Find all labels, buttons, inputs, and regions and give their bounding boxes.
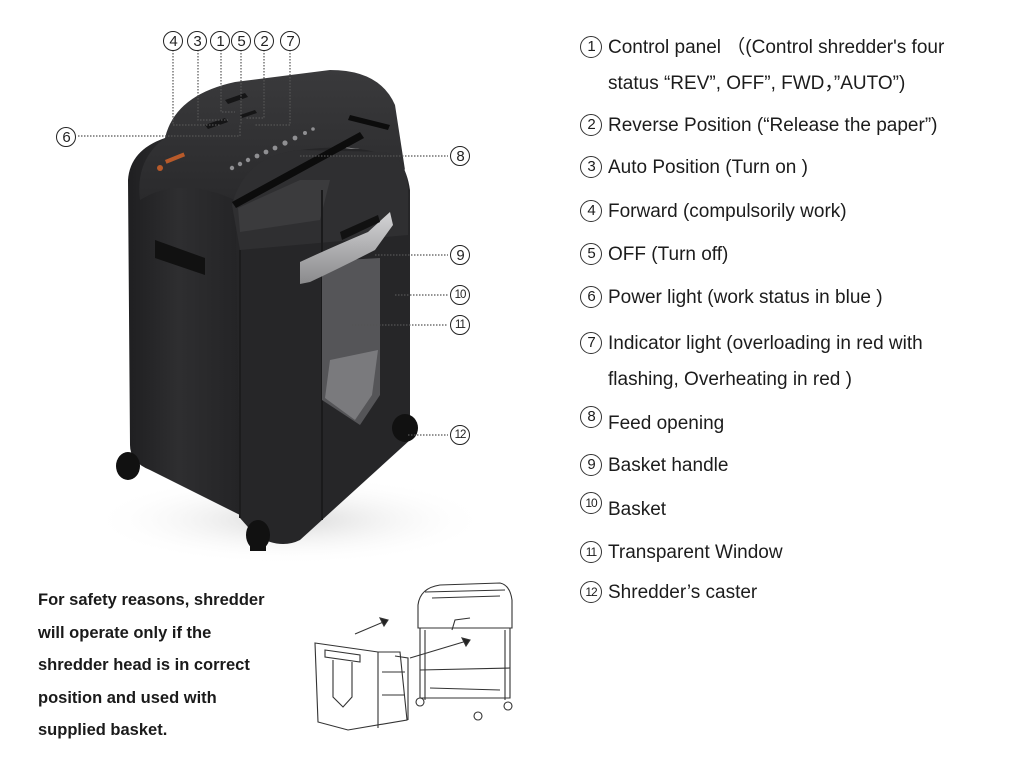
feed-opening	[232, 132, 364, 208]
legend-line: flashing, Overheating in red )	[608, 369, 852, 390]
legend-item-7: 7 Indicator light (overloading in red wi…	[580, 326, 923, 398]
legend-number: 1	[580, 36, 602, 58]
legend-item-2: 2 Reverse Position (“Release the paper”)	[580, 108, 938, 144]
legend-number: 6	[580, 286, 602, 308]
legend-text: Indicator light (overloading in red with…	[608, 326, 923, 398]
legend-item-6: 6 Power light (work status in blue )	[580, 280, 883, 316]
legend-text: Auto Position (Turn on )	[608, 157, 808, 178]
brand-logo	[157, 152, 186, 171]
safety-line: will operate only if the	[38, 623, 212, 642]
legend-text: Power light (work status in blue )	[608, 287, 883, 308]
frame-head	[417, 582, 513, 629]
callout-8: 8	[450, 146, 470, 166]
legend-text: Basket	[608, 499, 667, 520]
callout-9: 9	[450, 245, 470, 265]
legend-number: 4	[580, 200, 602, 222]
side-grip	[155, 240, 205, 275]
shredder-head-top	[139, 70, 406, 200]
callout-1: 1	[210, 31, 230, 51]
legend-text: Shredder’s caster	[608, 582, 758, 603]
callout-10: 10	[450, 285, 470, 305]
legend-number: 2	[580, 114, 602, 136]
callout-7: 7	[280, 31, 300, 51]
legend-item-5: 5 OFF (Turn off)	[580, 237, 728, 273]
safety-line: shredder head is in correct	[38, 656, 250, 674]
callout-3: 3	[187, 31, 207, 51]
legend-number: 10	[580, 492, 602, 514]
legend-number: 3	[580, 156, 602, 178]
legend-text: Control panel （(Control shredder's four …	[608, 30, 944, 102]
assembly-drawing	[314, 582, 513, 731]
control-panel	[229, 127, 315, 171]
control-buttons	[205, 93, 257, 129]
legend-number: 7	[580, 332, 602, 354]
legend-item-12: 12 Shredder’s caster	[580, 575, 757, 611]
legend-number: 9	[580, 454, 602, 476]
shredder-body-left	[128, 118, 240, 515]
legend-item-8: 8 Feed opening	[580, 406, 724, 442]
frame-body	[419, 628, 511, 699]
legend-item-10: 10 Basket	[580, 492, 666, 528]
legend-text: OFF (Turn off)	[608, 244, 729, 265]
callout-5: 5	[231, 31, 251, 51]
leader-lines	[78, 50, 448, 436]
legend-text: Feed opening	[608, 413, 725, 434]
legend-line: Indicator light (overloading in red with	[608, 333, 923, 354]
legend-number: 12	[580, 581, 602, 603]
legend-item-3: 3 Auto Position (Turn on )	[580, 150, 808, 186]
legend-number: 11	[580, 541, 602, 563]
callout-2: 2	[254, 31, 274, 51]
callout-4: 4	[163, 31, 183, 51]
safety-line: For safety reasons, shredder	[38, 591, 265, 609]
legend-text: Forward (compulsorily work)	[608, 201, 847, 222]
legend-number: 8	[580, 406, 602, 428]
legend-item-11: 11 Transparent Window	[580, 535, 783, 571]
legend-item-9: 9 Basket handle	[580, 448, 728, 484]
legend-line: status “REV”, OFF”, FWD，”AUTO”)	[608, 73, 906, 94]
callout-6: 6	[56, 127, 76, 147]
safety-line: supplied basket.	[38, 721, 168, 739]
legend-item-4: 4 Forward (compulsorily work)	[580, 194, 847, 230]
basket-handle	[300, 212, 393, 284]
legend-line: Control panel （(Control shredder's four	[608, 37, 945, 58]
callout-11: 11	[450, 315, 470, 335]
legend-text: Transparent Window	[608, 542, 783, 563]
legend-number: 5	[580, 243, 602, 265]
legend-item-1: 1 Control panel （(Control shredder's fou…	[580, 30, 944, 102]
legend-text: Basket handle	[608, 455, 729, 476]
feed-flap	[238, 180, 330, 232]
safety-note: For safety reasons, shredder will operat…	[38, 584, 318, 747]
callout-12: 12	[450, 425, 470, 445]
legend-text: Reverse Position (“Release the paper”)	[608, 115, 938, 136]
safety-line: position and used with	[38, 688, 217, 707]
